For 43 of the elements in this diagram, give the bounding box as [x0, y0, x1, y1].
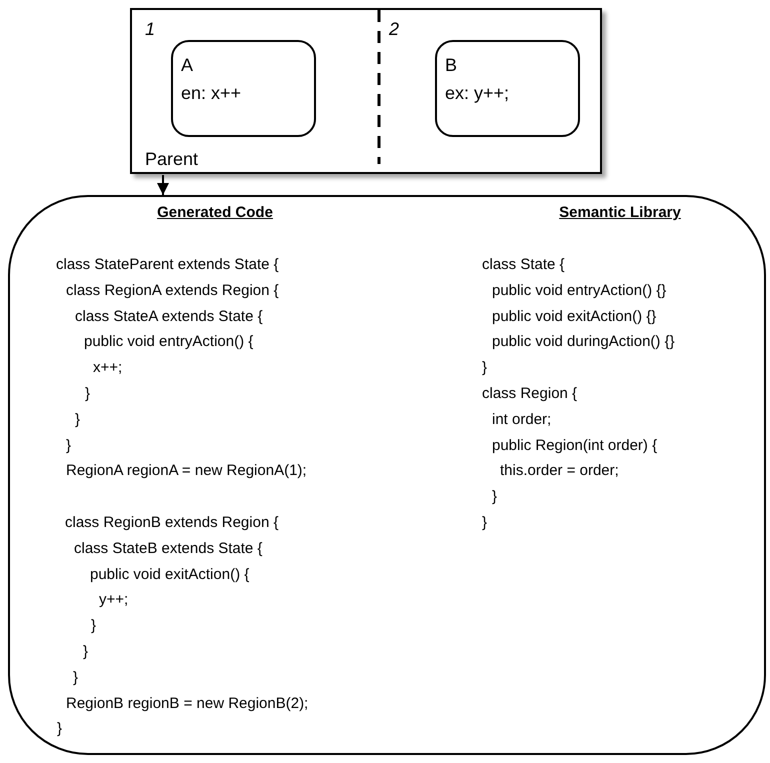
code-line: public void duringAction() {} [492, 332, 675, 352]
code-line: } [57, 719, 62, 740]
code-line: public void entryAction() {} [492, 280, 666, 301]
code-line: public void exitAction() { [90, 564, 250, 585]
state-box [435, 40, 580, 137]
code-line: } [482, 358, 488, 378]
code-line: class State { [482, 255, 565, 275]
code-line: } [66, 436, 72, 456]
column-heading: Semantic Library [559, 203, 681, 223]
code-line: public Region(int order) { [492, 436, 658, 456]
code-line: } [75, 410, 80, 430]
region-number: 1 [145, 18, 156, 40]
region-number: 2 [389, 18, 400, 40]
code-line: x++; [93, 358, 122, 378]
code-line: } [492, 487, 498, 508]
code-line: RegionB regionB = new RegionB(2); [66, 694, 308, 714]
code-line: class RegionB extends Region { [65, 513, 278, 533]
code-line: public void exitAction() {} [492, 306, 656, 327]
code-line: } [83, 642, 88, 662]
code-line: this.order = order; [500, 461, 619, 482]
code-line: } [482, 513, 488, 533]
code-line: RegionA regionA = new RegionA(1); [66, 461, 307, 482]
code-line: class StateB extends State { [74, 538, 262, 559]
state-name: Parent [145, 148, 198, 170]
code-line: class StateParent extends State { [56, 255, 279, 275]
code-line: y++; [99, 590, 128, 610]
code-line: int order; [492, 410, 552, 430]
code-line: } [73, 668, 78, 688]
state-name: A [181, 54, 194, 76]
code-line: public void entryAction() { [84, 332, 254, 352]
code-panel [8, 195, 766, 755]
column-heading: Generated Code [157, 203, 273, 223]
code-line: class Region { [482, 384, 578, 404]
composite-state-box [130, 8, 602, 174]
code-line: class StateA extends State { [75, 306, 263, 327]
state-name: B [445, 54, 458, 76]
code-line: class RegionA extends Region { [66, 280, 279, 301]
code-line: } [85, 384, 90, 404]
code-line: } [91, 616, 96, 636]
arrow [157, 175, 169, 195]
state-action: ex: y++; [445, 82, 510, 104]
state-action: en: x++ [181, 82, 242, 104]
state-box [171, 40, 316, 137]
